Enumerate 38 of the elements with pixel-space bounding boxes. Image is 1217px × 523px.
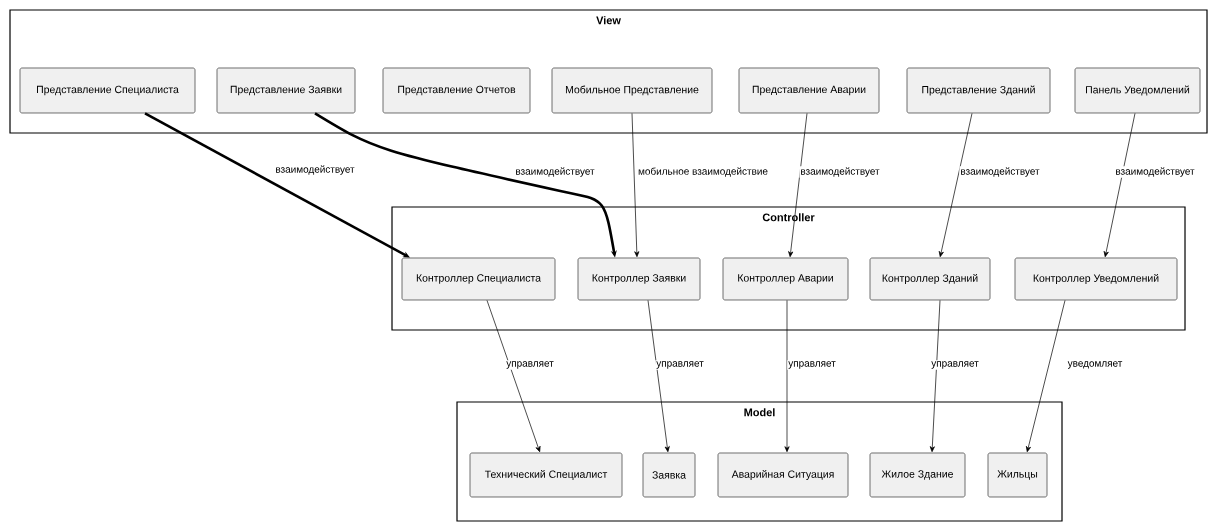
component-box: Панель Уведомлений — [1074, 67, 1201, 114]
edge-label: взаимодействует — [801, 167, 880, 177]
component-box: Заявка — [642, 452, 696, 498]
component-box: Представление Специалиста — [19, 67, 196, 114]
edge-label: управляет — [931, 361, 979, 369]
component-box: Контроллер Зданий — [869, 257, 991, 301]
component-box: Контроллер Уведомлений — [1014, 257, 1178, 301]
arrow — [788, 113, 808, 258]
edge-label: управляет — [506, 361, 554, 369]
component-box: Представление Аварии — [738, 67, 880, 114]
component-box: Мобильное Представление — [551, 67, 713, 114]
component-box: Представление Отчетов — [382, 67, 531, 114]
component-box: Контроллер Специалиста — [401, 257, 556, 301]
component-box: Аварийная Ситуация — [717, 452, 849, 498]
arrow — [647, 300, 670, 453]
edge-label: взаимодействует — [961, 167, 1040, 177]
edge-label: управляет — [656, 361, 704, 369]
component-box: Жилое Здание — [869, 452, 966, 498]
edge-label: взаимодействует — [276, 165, 355, 175]
arrow — [938, 113, 973, 258]
arrow — [486, 300, 541, 453]
component-box: Технический Специалист — [469, 452, 623, 498]
component-box: Жильцы — [987, 452, 1048, 498]
edge-label: взаимодействует — [516, 167, 595, 177]
edge-label: мобильное взаимодействие — [638, 167, 768, 177]
arrow — [631, 113, 640, 258]
component-box: Контроллер Аварии — [722, 257, 849, 301]
arrow — [784, 300, 790, 453]
arrow — [1103, 113, 1136, 258]
edge-label: уведомляет — [1067, 361, 1123, 369]
arrow — [929, 300, 941, 453]
edge-label: взаимодействует — [1116, 167, 1195, 177]
arrow — [144, 112, 410, 258]
component-box: Представление Заявки — [216, 67, 356, 114]
edge-label: управляет — [788, 361, 836, 369]
component-box: Представление Зданий — [906, 67, 1051, 114]
arrow — [1025, 300, 1066, 453]
component-box: Контроллер Заявки — [577, 257, 701, 301]
